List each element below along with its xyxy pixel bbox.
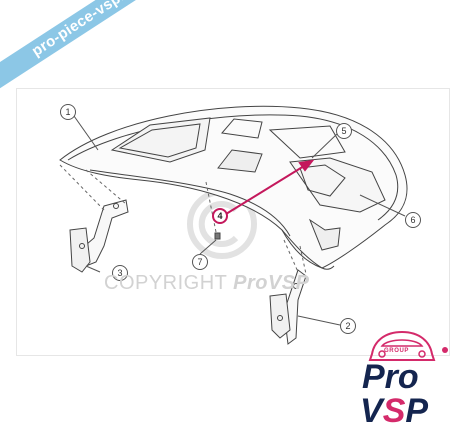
logo-vsp-text: VSP — [360, 394, 428, 428]
callout-5: 5 — [336, 123, 352, 139]
callout-7: 7 — [192, 254, 208, 270]
callout-1: 1 — [60, 104, 76, 120]
callout-4-leader — [225, 159, 315, 215]
copyright-watermark: COPYRIGHT ProVSP — [104, 272, 309, 295]
logo-vsp-s: S — [382, 392, 406, 430]
diagram-frame — [16, 88, 450, 356]
car-front-icon — [368, 330, 448, 361]
provsp-logo: GROUP Pro VSP — [352, 324, 452, 434]
copyright-text: COPYRIGHT — [104, 272, 228, 294]
clip-part — [214, 232, 221, 240]
left-hinge — [69, 199, 129, 273]
tailgate-panel — [59, 105, 408, 270]
copyright-brand: ProVSP — [233, 272, 310, 294]
assembly-lines — [59, 164, 307, 275]
logo-pro-text: Pro — [362, 358, 419, 396]
callout-4: 4 — [212, 208, 228, 224]
callout-2: 2 — [340, 318, 356, 334]
right-hinge — [269, 269, 307, 345]
callout-6: 6 — [405, 212, 421, 228]
logo-group-label: GROUP — [384, 348, 410, 354]
logo-vsp-v: V — [360, 392, 383, 430]
callout-3: 3 — [112, 265, 128, 281]
logo-vsp-p: P — [405, 392, 429, 430]
callout-leaders — [73, 115, 406, 326]
